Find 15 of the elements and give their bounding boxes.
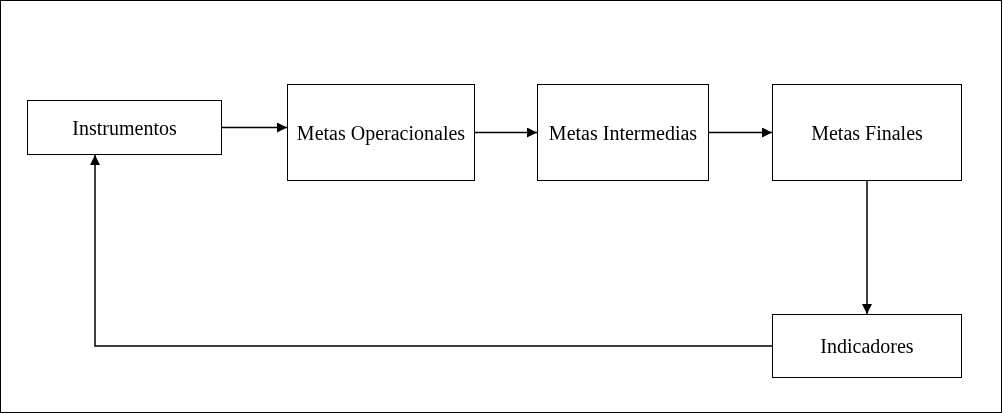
box-label: Instrumentos — [72, 115, 177, 141]
arrow — [862, 180, 872, 315]
process-box — [287, 84, 475, 181]
arrow — [90, 154, 773, 347]
box-label: Metas Operacionales — [296, 120, 466, 147]
arrow — [474, 127, 538, 138]
process-box — [772, 84, 962, 181]
arrow — [708, 127, 773, 138]
box-label: Indicadores — [820, 334, 914, 359]
process-box — [772, 314, 962, 378]
box-label: Metas Intermedias — [548, 120, 698, 146]
process-box — [27, 100, 222, 155]
process-box — [537, 84, 709, 181]
box-label: Metas Finales — [811, 120, 923, 146]
arrow — [221, 122, 288, 133]
